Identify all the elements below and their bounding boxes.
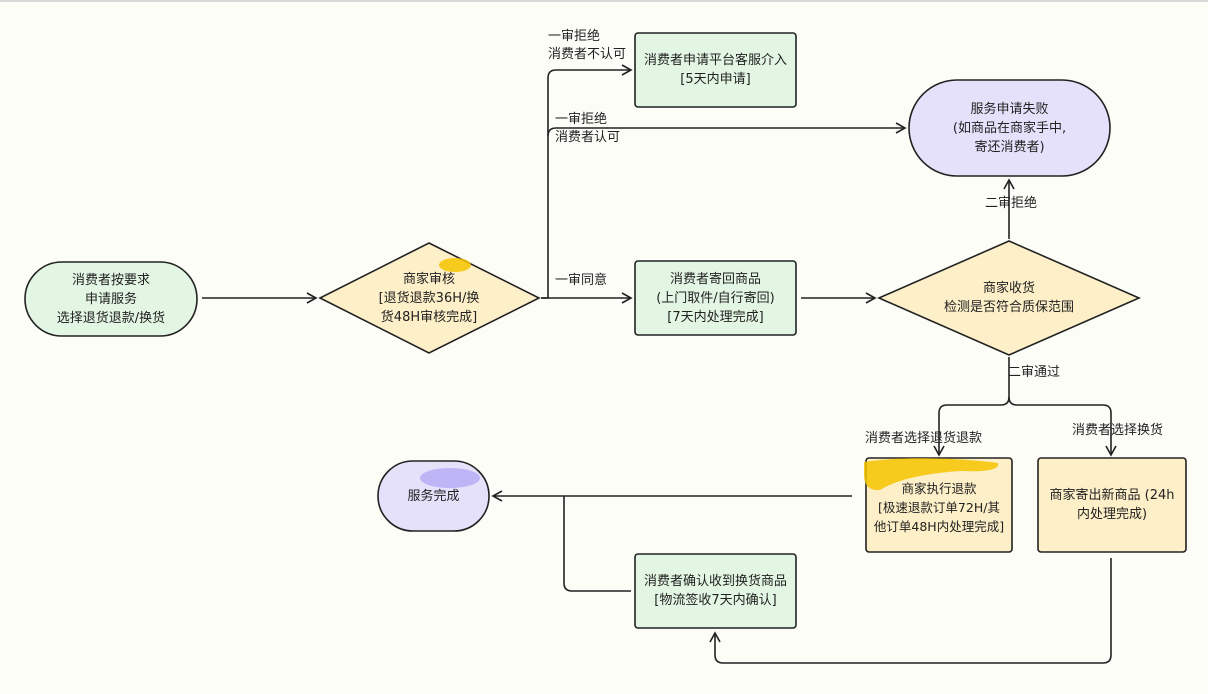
- platform-intervene-shape: [634, 32, 797, 108]
- service-fail-shape: [908, 79, 1111, 177]
- node-service-fail: 服务申请失败 (如商品在商家手中, 寄还消费者): [952, 101, 1067, 155]
- highlight-mark-purple: [420, 468, 480, 488]
- edge-label-choose-exchange: 消费者选择换货: [1072, 423, 1164, 438]
- node-merchant-review: 商家审核 [退货退款36H/换 货48H审核完成]: [378, 271, 480, 325]
- node-return-goods: 消费者寄回商品 (上门取件/自行寄回) [7天内处理完成]: [656, 271, 775, 325]
- highlight-mark-yellow-long: [864, 458, 999, 491]
- edge-label-approve1: 一审同意: [555, 273, 608, 288]
- node-refund: 商家执行退款 [极速退款订单72H/其 他订单48H内处理完成]: [873, 480, 1005, 534]
- node-ship-new: 商家寄出新商品 (24h 内处理完成): [1049, 488, 1175, 522]
- merchant-receive-diamond: [877, 240, 1141, 356]
- confirm-receipt-shape: [634, 553, 797, 629]
- ship-new-shape: [1037, 457, 1187, 553]
- edge-label-reject2: 二审拒绝: [985, 196, 1038, 211]
- edge-receive-branch: [933, 357, 1010, 457]
- edge-label-reject1-agree: 一审拒绝 消费者认可: [555, 112, 621, 145]
- edge-label-reject1-disagree: 一审拒绝 消费者不认可: [548, 29, 627, 62]
- node-merchant-receive: 商家收货 检测是否符合质保范围: [943, 281, 1074, 315]
- return-goods-shape: [634, 260, 797, 336]
- start-node-shape: [24, 261, 198, 337]
- node-service-done: 服务完成: [407, 488, 460, 504]
- node-confirm-receipt: 消费者确认收到换货商品 [物流签收7天内确认]: [643, 574, 787, 608]
- edge-receive-to-ship: [1008, 396, 1117, 457]
- refund-shape: [865, 457, 1013, 553]
- highlight-mark-yellow-small: [439, 258, 471, 272]
- edge-review-to-platform: [547, 64, 633, 136]
- edge-confirm-to-done: [563, 496, 631, 592]
- edge-label-choose-refund: 消费者选择退货退款: [865, 431, 983, 446]
- merchant-review-diamond: [318, 242, 541, 354]
- node-start: 消费者按要求 申请服务 选择退货退款/换货: [56, 272, 166, 326]
- node-platform-intervene: 消费者申请平台客服介入 [5天内申请]: [643, 53, 787, 87]
- edge-ship-to-confirm: [709, 558, 1112, 664]
- edge-label-pass2: 二审通过: [1008, 365, 1061, 380]
